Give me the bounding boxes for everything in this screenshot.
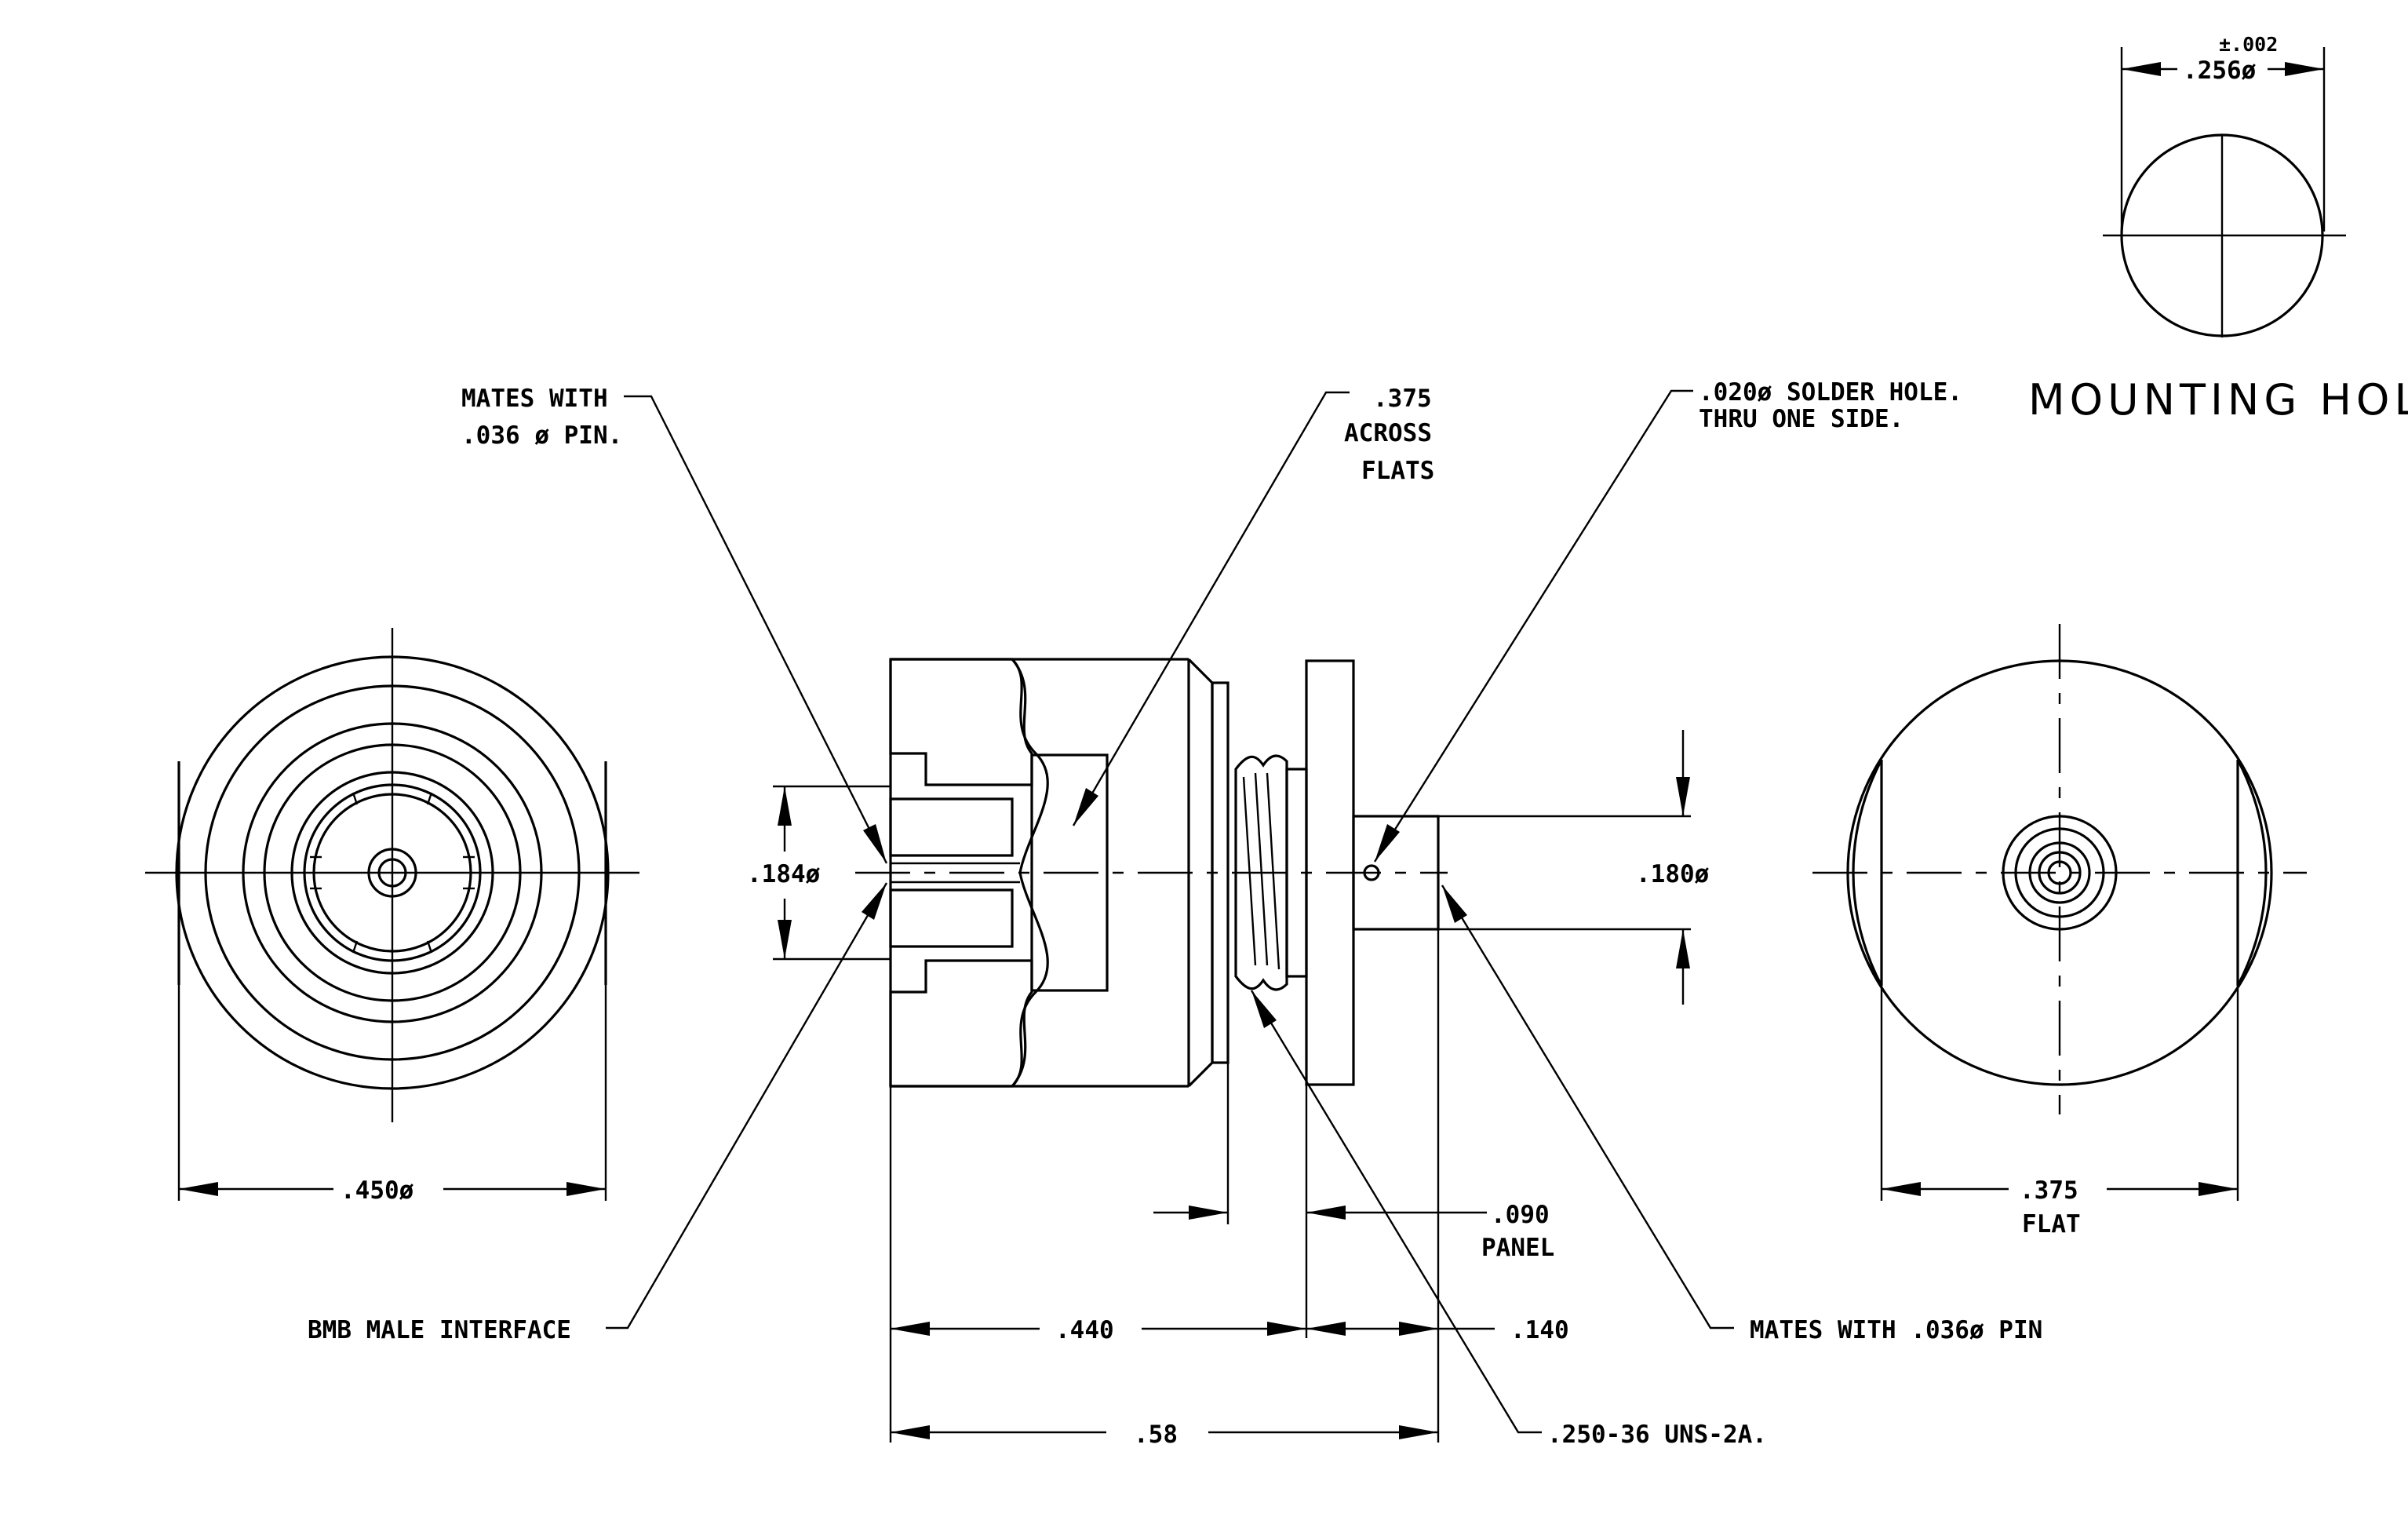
leaders: MATES WITH .036 ø PIN. .375 ACROSS FLATS… <box>308 378 2042 1449</box>
circle-3 <box>242 722 543 1023</box>
dim-184: .184ø <box>747 860 821 888</box>
rear-pin <box>1352 815 1440 931</box>
label-thru-one-side: THRU ONE SIDE. <box>1699 405 1903 433</box>
label-flats: FLATS <box>1361 457 1434 485</box>
rear-outer-circle <box>1846 659 2273 1086</box>
body-section-top <box>889 658 1033 786</box>
body-section-bottom <box>889 959 1033 1088</box>
mounting-hole-view: ±.002 .256ø MOUNTING HOLE <box>2028 33 2408 425</box>
outer-circle <box>175 655 610 1090</box>
label-thread: .250-36 UNS-2A. <box>1547 1421 1767 1449</box>
dim-panel: PANEL <box>1481 1234 1554 1262</box>
dim-450: .450ø <box>341 1176 414 1205</box>
circle-8 <box>367 848 417 898</box>
circle-5 <box>290 771 494 975</box>
circle-2 <box>204 684 581 1061</box>
dim-440: .440 <box>1055 1316 1114 1344</box>
label-375: .375 <box>1373 385 1432 413</box>
circle-6 <box>303 783 482 962</box>
circle-7 <box>312 793 472 953</box>
thread <box>1234 754 1288 991</box>
mounting-hole-title: MOUNTING HOLE <box>2028 375 2408 425</box>
dim-58: .58 <box>1134 1421 1178 1449</box>
label-mates-with-top: MATES WITH <box>461 385 608 413</box>
label-across: ACROSS <box>1344 419 1432 447</box>
pin-circle <box>377 858 407 888</box>
contact-slots <box>310 792 475 954</box>
dim-flat: FLAT <box>2022 1210 2081 1238</box>
label-solder-hole: .020ø SOLDER HOLE. <box>1699 378 1962 407</box>
label-mates-with-pin-right: MATES WITH .036ø PIN <box>1750 1316 2042 1344</box>
front-view-left: .450ø <box>145 628 639 1205</box>
contact-bottom <box>889 888 1014 948</box>
mounting-tolerance: ±.002 <box>2219 33 2278 56</box>
side-section-view: .184ø .180ø .090 PANEL .440 .140 <box>747 658 1710 1449</box>
solder-hole <box>1363 864 1380 881</box>
contact-top <box>889 797 1014 857</box>
dim-375-flat: .375 <box>2020 1176 2078 1205</box>
mounting-diameter: .256ø <box>2183 57 2257 85</box>
flat-arc-left <box>1852 759 1883 987</box>
label-bmb-male-interface: BMB MALE INTERFACE <box>308 1316 571 1344</box>
rear-view-right: .375 FLAT <box>1812 624 2307 1238</box>
label-pin-size: .036 ø PIN. <box>461 421 622 450</box>
flat-arc-right <box>2236 759 2268 987</box>
dim-140: .140 <box>1510 1316 1569 1344</box>
dim-180: .180ø <box>1636 860 1710 888</box>
dim-090: .090 <box>1491 1201 1550 1229</box>
circle-4 <box>263 743 522 1002</box>
